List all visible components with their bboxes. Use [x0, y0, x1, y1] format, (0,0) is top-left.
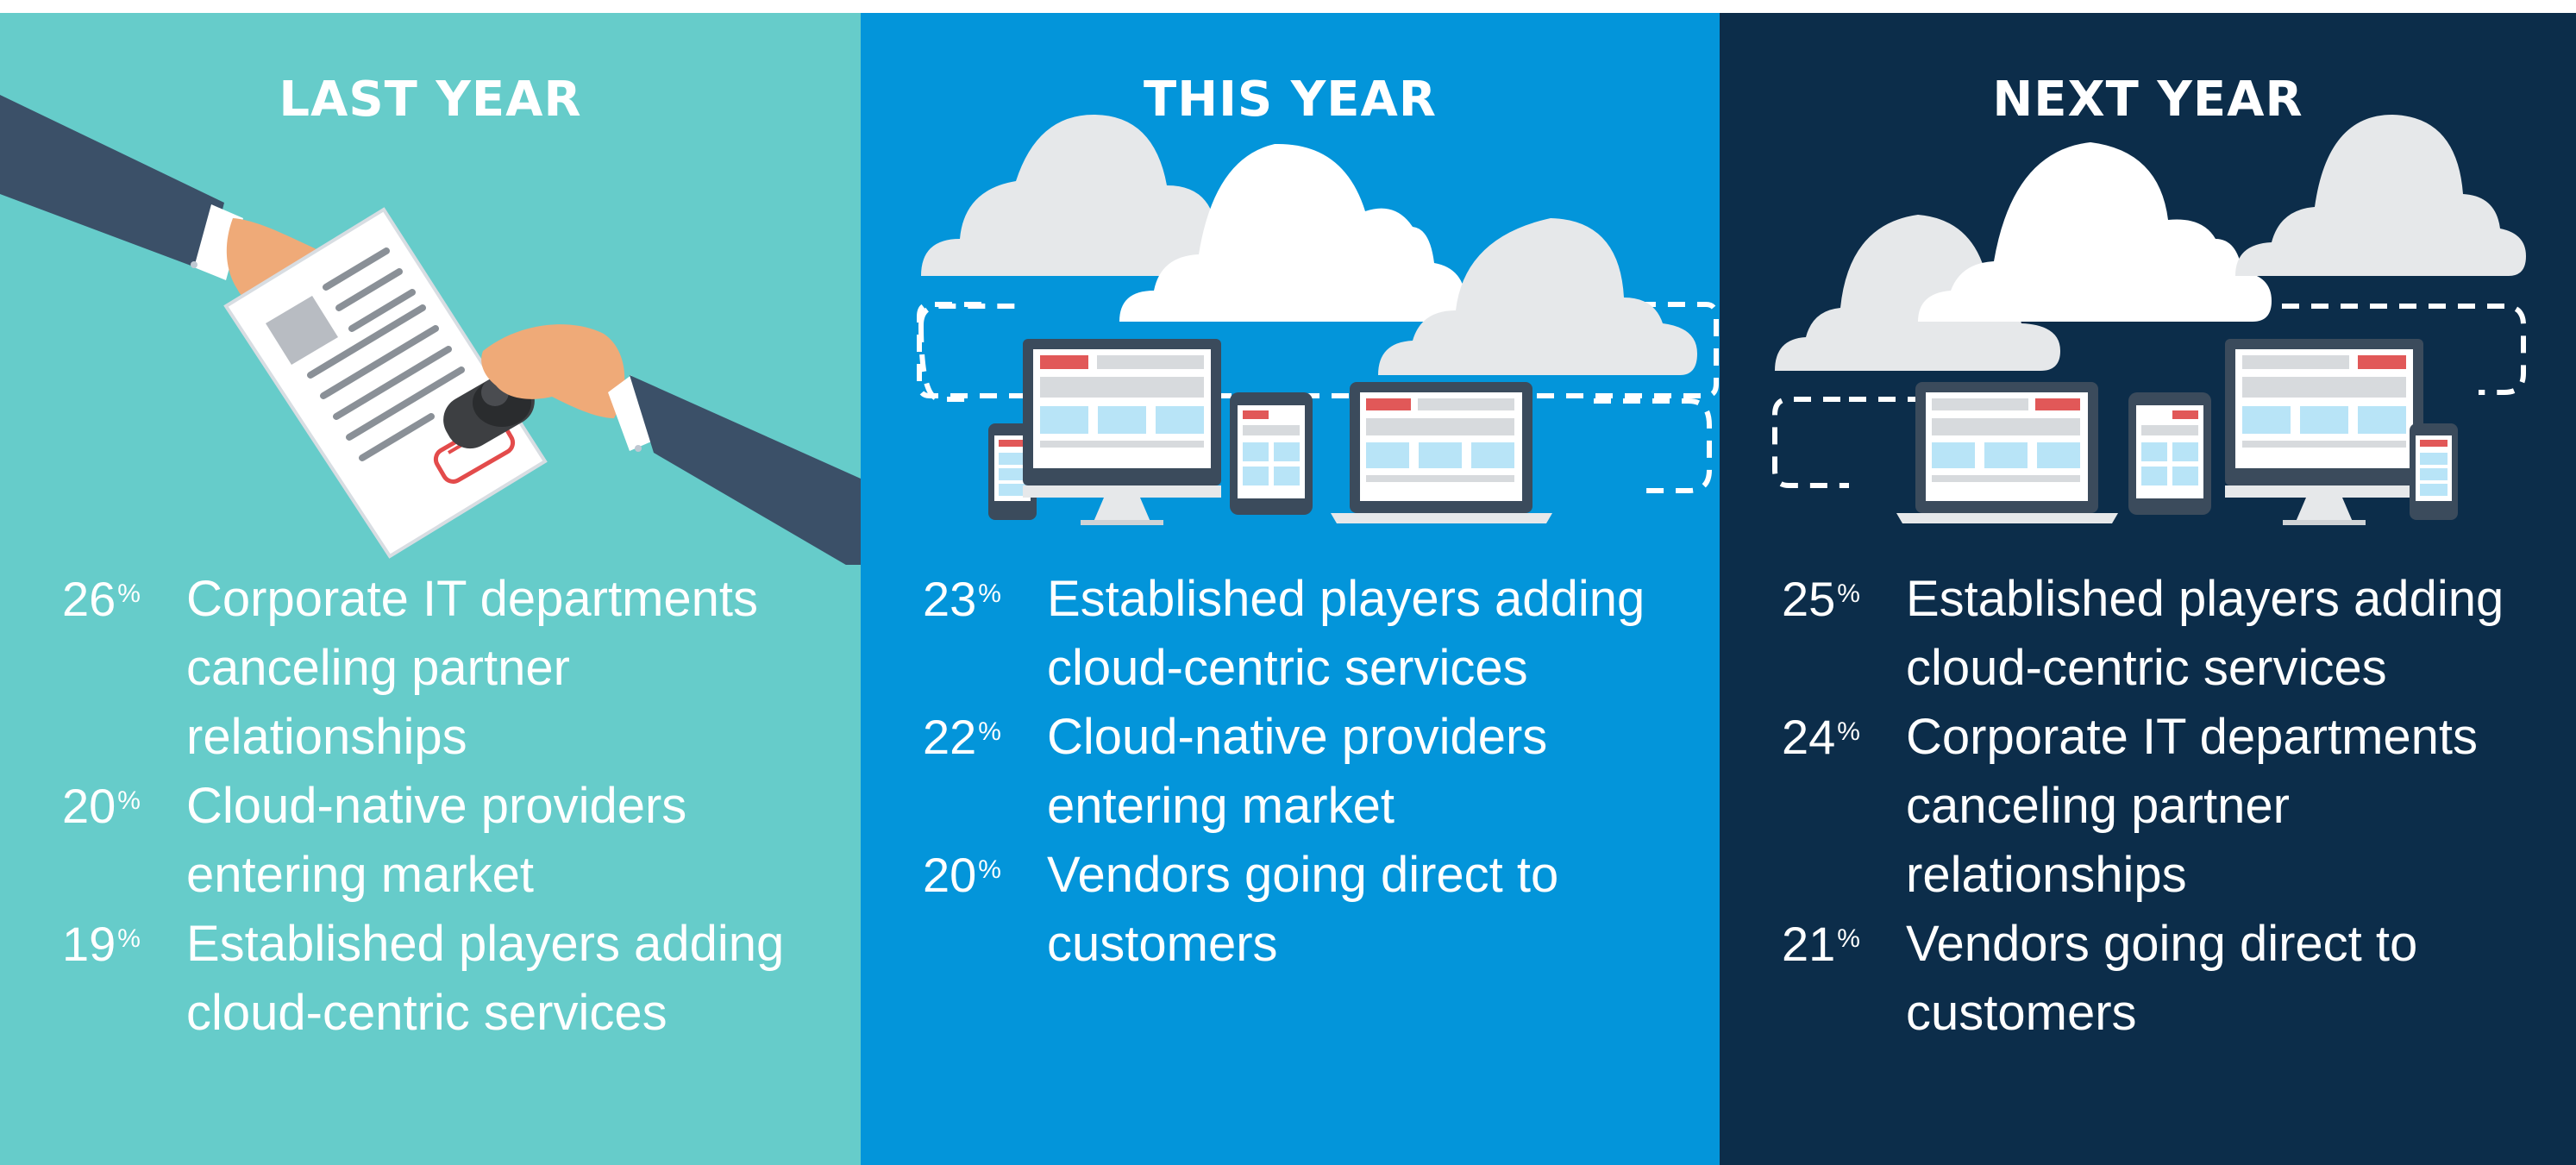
stat-item: 20% Cloud-native providers entering mark…	[62, 772, 838, 910]
stat-label: Established players adding cloud-centric…	[1047, 571, 1645, 696]
panel-next-year: NEXT YEAR 25% Established players adding…	[1720, 13, 2576, 1165]
panel-this-year: THIS YEAR 23% Established players adding…	[861, 13, 1720, 1165]
stat-percent: 25%	[1782, 572, 1860, 626]
stat-item: 26% Corporate IT departments canceling p…	[62, 565, 838, 772]
stat-item: 21% Vendors going direct to customers	[1782, 910, 2558, 1048]
stat-item: 22% Cloud-native providers entering mark…	[923, 703, 1699, 841]
stat-percent: 20%	[62, 779, 141, 833]
stat-percent: 26%	[62, 572, 141, 626]
stats-list: 23% Established players adding cloud-cen…	[923, 565, 1699, 979]
hands-stamping-document-icon	[0, 95, 861, 565]
panel-title: NEXT YEAR	[1992, 72, 2303, 128]
stat-label: Established players adding cloud-centric…	[1906, 571, 2504, 696]
stat-label: Vendors going direct to customers	[1047, 847, 1559, 972]
stat-percent: 19%	[62, 917, 141, 971]
stats-list: 25% Established players adding cloud-cen…	[1782, 565, 2558, 1048]
stat-label: Vendors going direct to customers	[1906, 916, 2418, 1041]
stat-label: Cloud-native providers entering market	[1047, 709, 1548, 834]
panel-title: LAST YEAR	[279, 72, 582, 128]
stat-item: 25% Established players adding cloud-cen…	[1782, 565, 2558, 703]
stat-percent: 20%	[923, 848, 1001, 902]
clouds-and-devices-icon	[917, 115, 1719, 525]
clouds-and-devices-icon	[1772, 115, 2526, 525]
stat-label: Established players adding cloud-centric…	[186, 916, 785, 1041]
panel-title: THIS YEAR	[1144, 72, 1437, 128]
stats-list: 26% Corporate IT departments canceling p…	[62, 565, 838, 1048]
stat-item: 23% Established players adding cloud-cen…	[923, 565, 1699, 703]
stat-label: Cloud-native providers entering market	[186, 778, 687, 903]
stat-percent: 21%	[1782, 917, 1860, 971]
stat-item: 20% Vendors going direct to customers	[923, 841, 1699, 979]
top-strip	[0, 0, 2576, 13]
stat-item: 24% Corporate IT departments canceling p…	[1782, 703, 2558, 910]
stat-item: 19% Established players adding cloud-cen…	[62, 910, 838, 1048]
stat-label: Corporate IT departments canceling partn…	[1906, 709, 2479, 903]
stat-percent: 22%	[923, 710, 1001, 764]
panel-last-year: LAST YEAR 26% Corporate IT departments c…	[0, 13, 861, 1165]
stat-label: Corporate IT departments canceling partn…	[186, 571, 759, 765]
stat-percent: 23%	[923, 572, 1001, 626]
stat-percent: 24%	[1782, 710, 1860, 764]
